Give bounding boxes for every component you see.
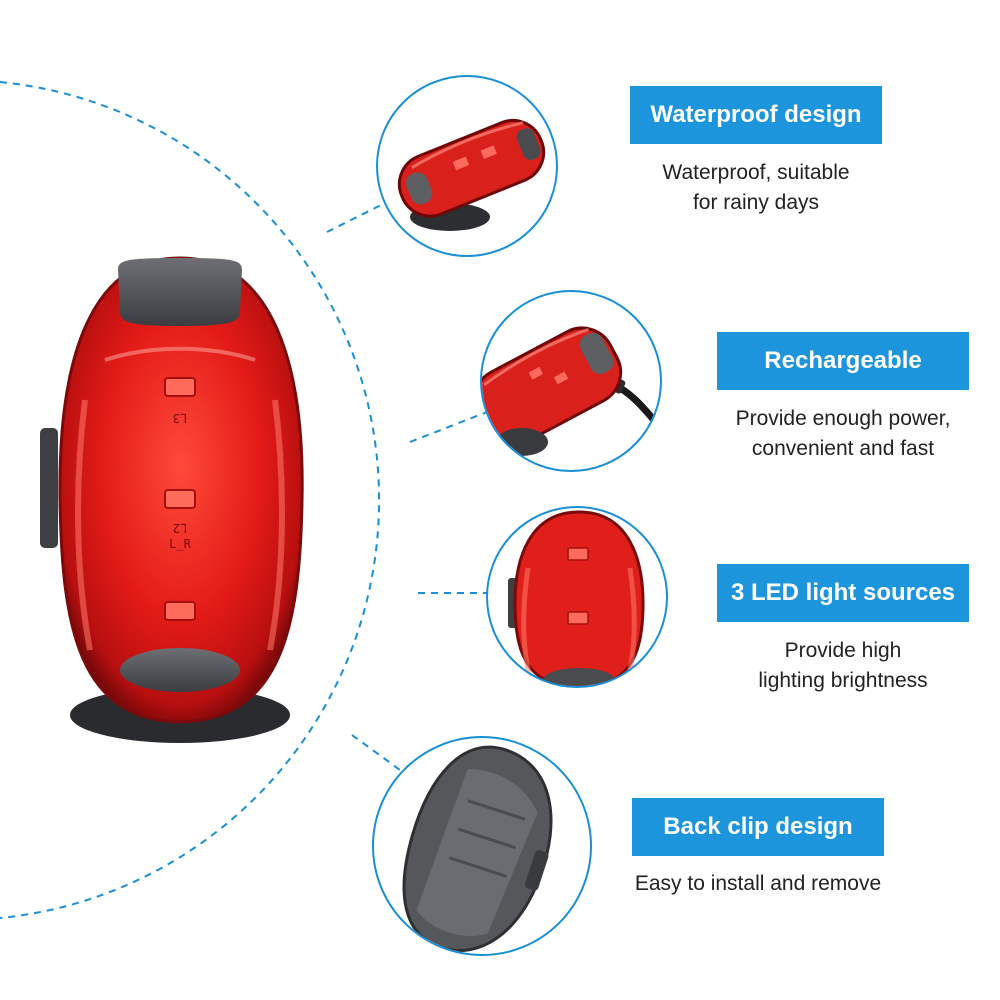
bottom-power-button xyxy=(120,648,240,692)
led-detail-circle xyxy=(486,506,668,688)
dashed-arc xyxy=(0,81,380,919)
back-clip-description: Easy to install and remove xyxy=(608,869,908,899)
led-desc-line-2: lighting brightness xyxy=(758,669,928,692)
rechargeable-desc-line-2: convenient and fast xyxy=(751,437,935,460)
rechargeable-detail-circle xyxy=(480,290,662,472)
safety-light-main-image: L3 L2 L_R xyxy=(40,256,304,743)
waterproof-detail-image xyxy=(397,119,546,231)
lens-facet-left xyxy=(75,399,93,651)
rechargeable-description: Provide enough power, convenient and fas… xyxy=(712,404,974,464)
waterproof-description: Waterproof, suitable for rainy days xyxy=(620,158,892,218)
back-clip-detail-circle xyxy=(372,736,592,956)
connector-line-4 xyxy=(351,734,401,771)
rechargeable-badge: Rechargeable xyxy=(717,332,969,390)
waterproof-desc-line-1: Waterproof, suitable xyxy=(662,161,850,184)
top-rubber-tab xyxy=(118,258,242,326)
rechargeable-desc-line-1: Provide enough power, xyxy=(735,407,951,430)
waterproof-detail-circle xyxy=(376,75,558,257)
led-description: Provide high lighting brightness xyxy=(712,636,974,696)
led-label-l2: L2 xyxy=(173,521,187,535)
connector-line-2 xyxy=(409,411,488,443)
side-button xyxy=(40,428,58,548)
waterproof-badge: Waterproof design xyxy=(630,86,882,144)
led-desc-line-1: Provide high xyxy=(784,639,902,662)
rechargeable-detail-image xyxy=(482,326,660,456)
led-detail-image xyxy=(508,510,645,686)
led-label-l3: L3 xyxy=(173,411,187,425)
back-clip-detail-image xyxy=(402,745,553,953)
led-2 xyxy=(164,489,196,509)
waterproof-desc-line-2: for rainy days xyxy=(692,191,820,214)
lens-facet-right xyxy=(267,399,285,651)
lens-highlight xyxy=(104,346,256,362)
back-clip-badge: Back clip design xyxy=(632,798,884,856)
back-clip-desc-line-1: Easy to install and remove xyxy=(634,872,882,895)
led-badge: 3 LED light sources xyxy=(717,564,969,622)
led-3 xyxy=(164,601,196,621)
led-1 xyxy=(164,377,196,397)
led-label-lr: L_R xyxy=(169,537,191,551)
